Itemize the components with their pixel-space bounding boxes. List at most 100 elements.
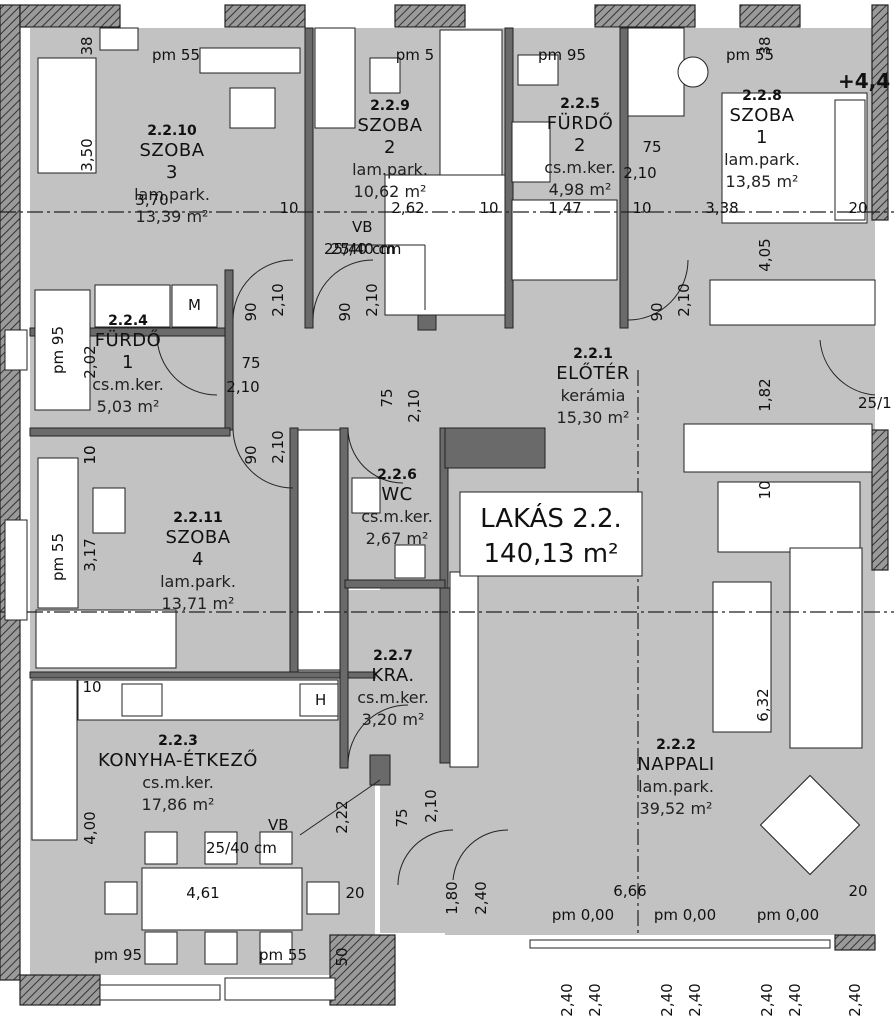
dimension-label: 10 bbox=[756, 480, 774, 499]
level-mark: +4,4 bbox=[838, 69, 890, 93]
sink-furdo1 bbox=[94, 284, 171, 328]
dimension-label: 2,02 bbox=[81, 345, 99, 378]
dimension-label: pm 0,00 bbox=[654, 906, 716, 924]
apartment-title-box bbox=[459, 491, 643, 577]
dimension-label: 1,82 bbox=[756, 378, 774, 411]
dimension-label: 2,40 bbox=[586, 983, 604, 1016]
dimension-label: 25/40 cm bbox=[331, 240, 402, 258]
walls bbox=[0, 4, 889, 1006]
room-area: 15,30 m² bbox=[557, 408, 630, 427]
dimension-label: pm 0,00 bbox=[552, 906, 614, 924]
dimension-label: 2,40 bbox=[786, 983, 804, 1016]
dimension-label: 75 bbox=[393, 808, 411, 827]
dimension-label: 10 bbox=[82, 678, 101, 696]
vb-size-2: 25/40 cm bbox=[206, 839, 277, 857]
dimension-label: pm 5 bbox=[396, 46, 434, 64]
dimension-label: pm 95 bbox=[94, 946, 142, 964]
dimension-label: 2,10 bbox=[226, 378, 259, 396]
bathtub-furdo1 bbox=[34, 289, 91, 411]
bathtub-furdo2 bbox=[511, 199, 618, 281]
dimension-label: 50 bbox=[333, 947, 351, 966]
dimension-label: 4,61 bbox=[186, 884, 219, 902]
dimension-label: 20 bbox=[345, 884, 364, 902]
room-material: lam.park. bbox=[724, 150, 800, 169]
vb-label-2: VB bbox=[268, 816, 289, 834]
room-material: lam.park. bbox=[638, 777, 714, 796]
room-material: cs.m.ker. bbox=[544, 158, 616, 177]
doors bbox=[156, 259, 876, 886]
room-material: lam.park. bbox=[352, 160, 428, 179]
sofa-top bbox=[717, 481, 861, 553]
room-sub: 2 bbox=[574, 135, 586, 156]
room-number: 2.2.7 bbox=[373, 648, 413, 664]
room-number: 2.2.9 bbox=[370, 98, 410, 114]
apartment-title: LAKÁS 2.2. bbox=[480, 502, 622, 534]
dimension-label: 75 bbox=[378, 388, 396, 407]
dimension-label: pm 95 bbox=[49, 326, 67, 374]
desk-szoba2 bbox=[314, 27, 356, 129]
dimension-label: 2,40 bbox=[558, 983, 576, 1016]
dimension-label: 90 bbox=[648, 302, 666, 321]
room-name: FÜRDŐ bbox=[547, 112, 614, 134]
room-sub: 3 bbox=[166, 162, 178, 183]
room-name: NAPPALI bbox=[637, 754, 715, 775]
room-area: 2,67 m² bbox=[366, 529, 429, 548]
toilet-wc bbox=[394, 544, 426, 579]
dimension-label: 2,10 bbox=[363, 283, 381, 316]
room-area: 39,52 m² bbox=[640, 799, 713, 818]
sideboard bbox=[683, 423, 873, 473]
room-name: WC bbox=[381, 484, 412, 505]
room-name: ELŐTÉR bbox=[556, 362, 629, 384]
dimension-label: 1,80 bbox=[443, 881, 461, 914]
bed-szoba4 bbox=[35, 609, 177, 669]
furniture bbox=[31, 27, 876, 965]
room-name: FÜRDŐ bbox=[95, 329, 162, 351]
dimension-label: 6,66 bbox=[613, 882, 646, 900]
wardrobe-szoba1 bbox=[709, 279, 876, 326]
dimension-label: 6,32 bbox=[754, 688, 772, 721]
dimension-label: pm 55 bbox=[49, 533, 67, 581]
dimension-label: 75 bbox=[241, 354, 260, 372]
room-area: 10,62 m² bbox=[354, 182, 427, 201]
dimension-label: 2,10 bbox=[269, 283, 287, 316]
washer-furdo1 bbox=[171, 284, 218, 328]
bed-szoba2 bbox=[439, 29, 503, 176]
oven bbox=[299, 683, 339, 717]
room-number: 2.2.2 bbox=[656, 737, 696, 753]
dimension-label: 90 bbox=[242, 445, 260, 464]
dimension-label: 20 bbox=[848, 199, 867, 217]
room-material: cs.m.ker. bbox=[92, 375, 164, 394]
room-name: SZOBA bbox=[729, 105, 794, 126]
dimension-label: pm 95 bbox=[538, 46, 586, 64]
dimension-label: 2,62 bbox=[391, 199, 424, 217]
dimension-label: 2,10 bbox=[405, 389, 423, 422]
room-name: SZOBA bbox=[139, 140, 204, 161]
room-number: 2.2.4 bbox=[108, 313, 148, 329]
dimension-label: 2,40 bbox=[758, 983, 776, 1016]
armchair bbox=[759, 774, 861, 876]
room-area: 13,71 m² bbox=[162, 594, 235, 613]
dimension-label: pm 55 bbox=[259, 946, 307, 964]
dimension-label: 10 bbox=[632, 199, 651, 217]
room-name: KONYHA-ÉTKEZŐ bbox=[98, 749, 258, 771]
sink-wc bbox=[351, 477, 381, 514]
dimension-label: 4,00 bbox=[81, 811, 99, 844]
room-area: 13,85 m² bbox=[726, 172, 799, 191]
desk-szoba3 bbox=[199, 47, 301, 74]
dimension-label: 38 bbox=[78, 36, 96, 55]
annotations: VB 25/40 cm VB 25/40 cm +4,4 25/1 M H bbox=[188, 69, 892, 857]
room-material: cs.m.ker. bbox=[142, 773, 214, 792]
dimension-label: pm 55 bbox=[152, 46, 200, 64]
fridge-mark: M bbox=[188, 296, 201, 314]
coffee-table bbox=[712, 581, 772, 733]
dimension-label: 2,40 bbox=[658, 983, 676, 1016]
dimension-label: 10 bbox=[81, 445, 99, 464]
windows bbox=[4, 329, 831, 1001]
room-material: kerámia bbox=[561, 386, 626, 405]
kitchen-counter-top bbox=[77, 679, 339, 721]
sink-furdo2 bbox=[511, 121, 551, 183]
room-area: 13,39 m² bbox=[136, 207, 209, 226]
vb-label-1: VB bbox=[352, 218, 373, 236]
